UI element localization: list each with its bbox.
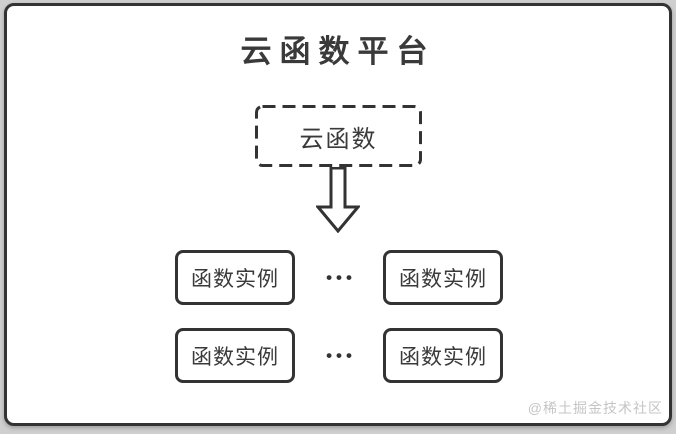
instance-row: 函数实例 ••• 函数实例 — [175, 328, 503, 383]
dashed-border — [255, 105, 422, 167]
cloud-function-label: 云函数 — [299, 125, 378, 153]
ellipsis-dots: ••• — [326, 346, 356, 365]
instance-row: 函数实例 ••• 函数实例 — [175, 250, 503, 305]
down-arrow-icon — [316, 167, 360, 233]
ellipsis-dots: ••• — [326, 268, 356, 287]
function-instance-box: 函数实例 — [382, 328, 503, 383]
diagram-title: 云函数平台 — [240, 34, 436, 69]
function-instance-box: 函数实例 — [175, 328, 295, 383]
watermark: @稀土掘金技术社区 — [527, 400, 663, 416]
function-instance-box: 函数实例 — [382, 250, 503, 305]
cloud-function-node: 云函数 — [255, 105, 422, 167]
function-instance-box: 函数实例 — [175, 250, 295, 305]
platform-panel: 云函数平台 云函数 函数实例 ••• 函数实例 函数实例 ••• 函数实例 @稀… — [4, 3, 672, 426]
